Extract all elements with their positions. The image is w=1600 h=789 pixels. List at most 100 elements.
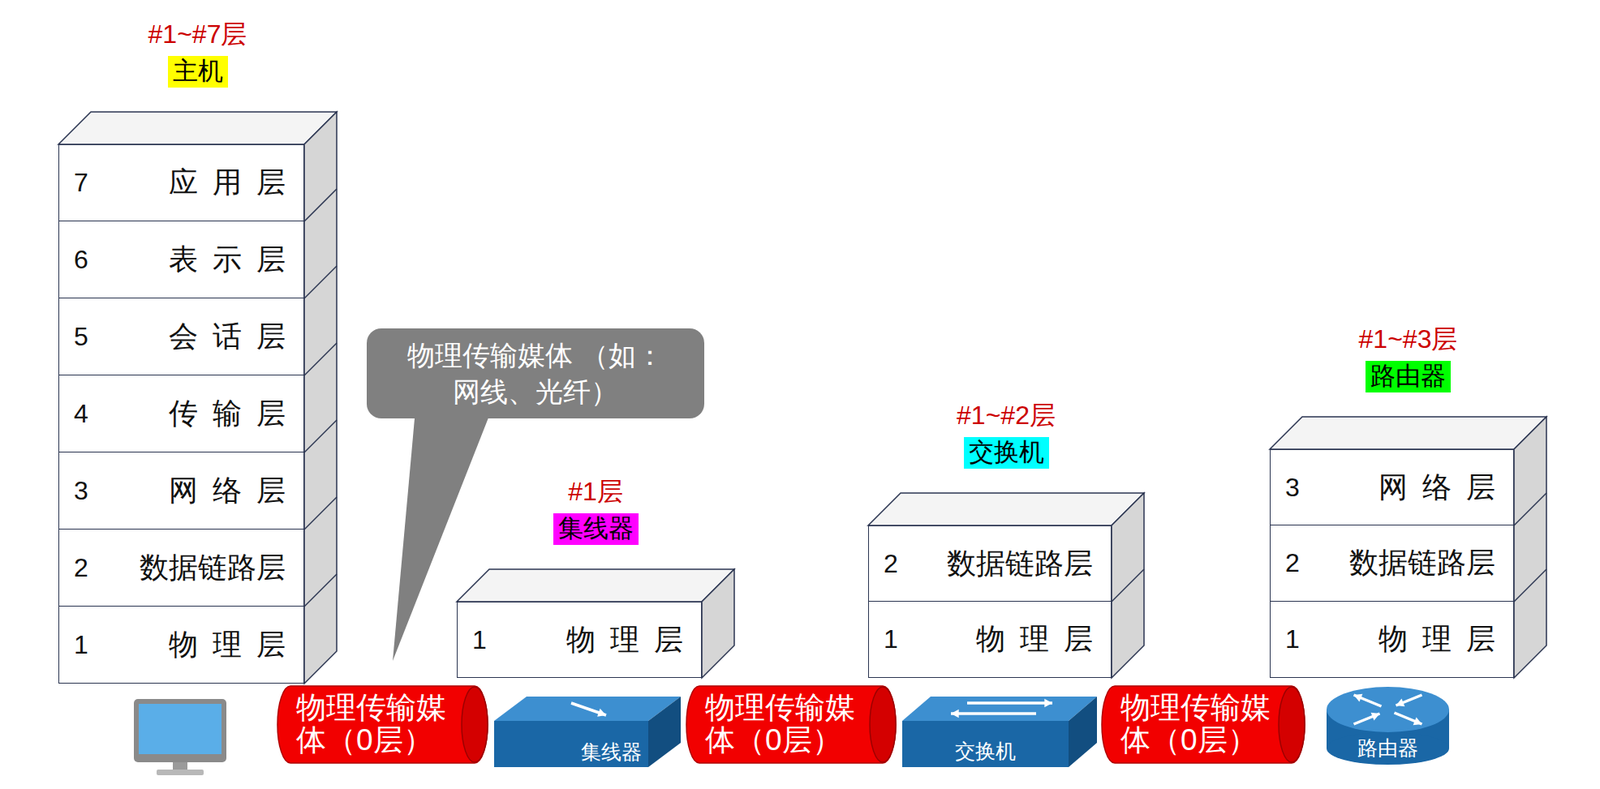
layer-number: 3 <box>73 476 89 507</box>
stack-side-face <box>701 569 735 679</box>
layer-name: 网络层 <box>168 471 301 512</box>
layer-range: #1~#3层 <box>1359 324 1459 355</box>
layer-number: 1 <box>73 630 89 661</box>
cylinder-end <box>869 687 896 763</box>
layer-number: 7 <box>73 167 89 198</box>
router-node: 路由器 <box>1326 685 1450 766</box>
hub-top <box>494 696 681 722</box>
icon-arrow-head <box>1354 694 1364 703</box>
device-name: 集线器 <box>553 513 639 546</box>
layer-box: 1 物理层 <box>58 606 305 684</box>
layer-number: 2 <box>73 553 89 584</box>
layer-number: 3 <box>1285 473 1300 504</box>
layer-box: 7 应用层 <box>58 144 305 222</box>
switch-node: 交换机 <box>902 696 1097 768</box>
layer-number: 1 <box>1285 624 1300 655</box>
layer-box: 2数据链路层 <box>1269 525 1514 603</box>
medium-label: 物理传输媒体（0层） <box>296 692 454 758</box>
layer-box: 2 数据链路层 <box>58 529 305 607</box>
stack-side-divider <box>1513 569 1547 603</box>
monitor-frame <box>133 699 227 763</box>
hub-node: 集线器 <box>494 696 681 768</box>
stack-side-divider <box>304 497 337 530</box>
stack-side-divider <box>304 420 337 453</box>
stack-side-face <box>1111 493 1145 679</box>
icon-arrow-line <box>950 712 1037 716</box>
icon-arrow-head <box>1413 717 1423 726</box>
cylinder-body <box>686 686 896 764</box>
hub-side <box>648 696 681 768</box>
switch-front <box>902 721 1069 768</box>
stack-side-divider <box>1111 569 1145 603</box>
layer-name: 数据链路层 <box>946 544 1093 585</box>
switch-side <box>1068 696 1097 768</box>
layer-name: 物理层 <box>976 619 1108 660</box>
device-name: 交换机 <box>963 437 1050 469</box>
stack-side-divider <box>1513 493 1547 526</box>
layer-name: 数据链路层 <box>139 548 286 589</box>
layer-name: 应用层 <box>168 163 301 203</box>
layer-number: 4 <box>73 399 89 430</box>
layer-number: 2 <box>883 549 899 580</box>
icon-arrow-head <box>1396 699 1406 708</box>
layer-name: 物理层 <box>1378 619 1510 660</box>
icon-arrow-head <box>950 709 960 719</box>
layer-name: 网络层 <box>1378 468 1510 508</box>
monitor-screen <box>138 704 222 755</box>
layer-number: 2 <box>1285 548 1300 579</box>
device-name: 主机 <box>167 55 228 88</box>
stack-node: #1~#2层交换机2数据链路层1物理层 <box>868 525 1112 679</box>
layer-name: 表示层 <box>168 240 301 280</box>
callout-text: 物理传输媒体 （如：网线、光纤） <box>366 337 705 409</box>
layer-number: 1 <box>472 625 487 656</box>
stack-node: #1~#7层主机7应用层6表示层5会话层4传输层3网络层2数据链路层1物理层 <box>58 144 305 684</box>
stack-side-divider <box>304 189 337 222</box>
icon-arrow-head <box>1044 699 1053 709</box>
stack-heading: #1~#2层交换机 <box>868 400 1145 469</box>
cylinder-body <box>277 686 488 764</box>
stack-side-divider <box>304 266 337 299</box>
callout-node: 物理传输媒体 （如：网线、光纤） <box>366 328 705 419</box>
stack-top-face <box>58 111 337 145</box>
icon-arrow-head <box>1371 713 1381 722</box>
layer-box: 3 网络层 <box>1269 449 1514 526</box>
icon-label: 集线器 <box>580 739 642 765</box>
cyl-node: 物理传输媒体（0层） <box>1101 686 1305 764</box>
cyl-node: 物理传输媒体（0层） <box>686 686 896 764</box>
stack-top-face <box>868 493 1145 526</box>
stack-side-face <box>304 111 337 684</box>
cylinder-body <box>1101 686 1305 764</box>
stack-node: #1~#3层路由器3网络层2数据链路层1物理层 <box>1269 449 1514 679</box>
stack-heading: #1~#3层路由器 <box>1269 324 1547 393</box>
cylinder-end <box>1278 687 1305 763</box>
layer-number: 1 <box>883 624 899 655</box>
icon-label: 路由器 <box>1326 735 1450 761</box>
layer-box: 2 数据链路层 <box>868 525 1112 603</box>
layer-number: 5 <box>73 322 89 353</box>
stack-side-face <box>1513 417 1547 679</box>
stack-node: #1层集线器1物理层 <box>456 602 702 679</box>
medium-label: 物理传输媒体（0层） <box>1120 692 1278 758</box>
monitor-neck <box>172 762 188 771</box>
device-name: 路由器 <box>1365 361 1451 393</box>
layer-name: 会话层 <box>168 317 301 357</box>
icon-label: 交换机 <box>902 739 1069 764</box>
stack-top-face <box>1269 417 1547 450</box>
icon-arrow-line <box>967 701 1053 706</box>
stack-heading: #1~#7层主机 <box>58 19 337 88</box>
layer-box: 1 物理层 <box>868 602 1112 679</box>
stack-side-divider <box>304 343 337 376</box>
stack-side-divider <box>304 574 337 607</box>
layer-box: 5 会话层 <box>58 298 305 376</box>
layer-box: 1 物理层 <box>456 602 702 679</box>
cylinder-end <box>461 687 488 763</box>
layer-range: #1层 <box>567 477 624 508</box>
hub-front <box>494 721 649 768</box>
medium-label: 物理传输媒体（0层） <box>705 692 863 758</box>
layer-name: 物理层 <box>168 625 301 666</box>
layer-box: 3 网络层 <box>58 452 305 530</box>
layer-name: 物理层 <box>566 620 698 661</box>
layer-box: 6表示层 <box>58 221 305 299</box>
stack-heading: #1层集线器 <box>456 477 735 546</box>
